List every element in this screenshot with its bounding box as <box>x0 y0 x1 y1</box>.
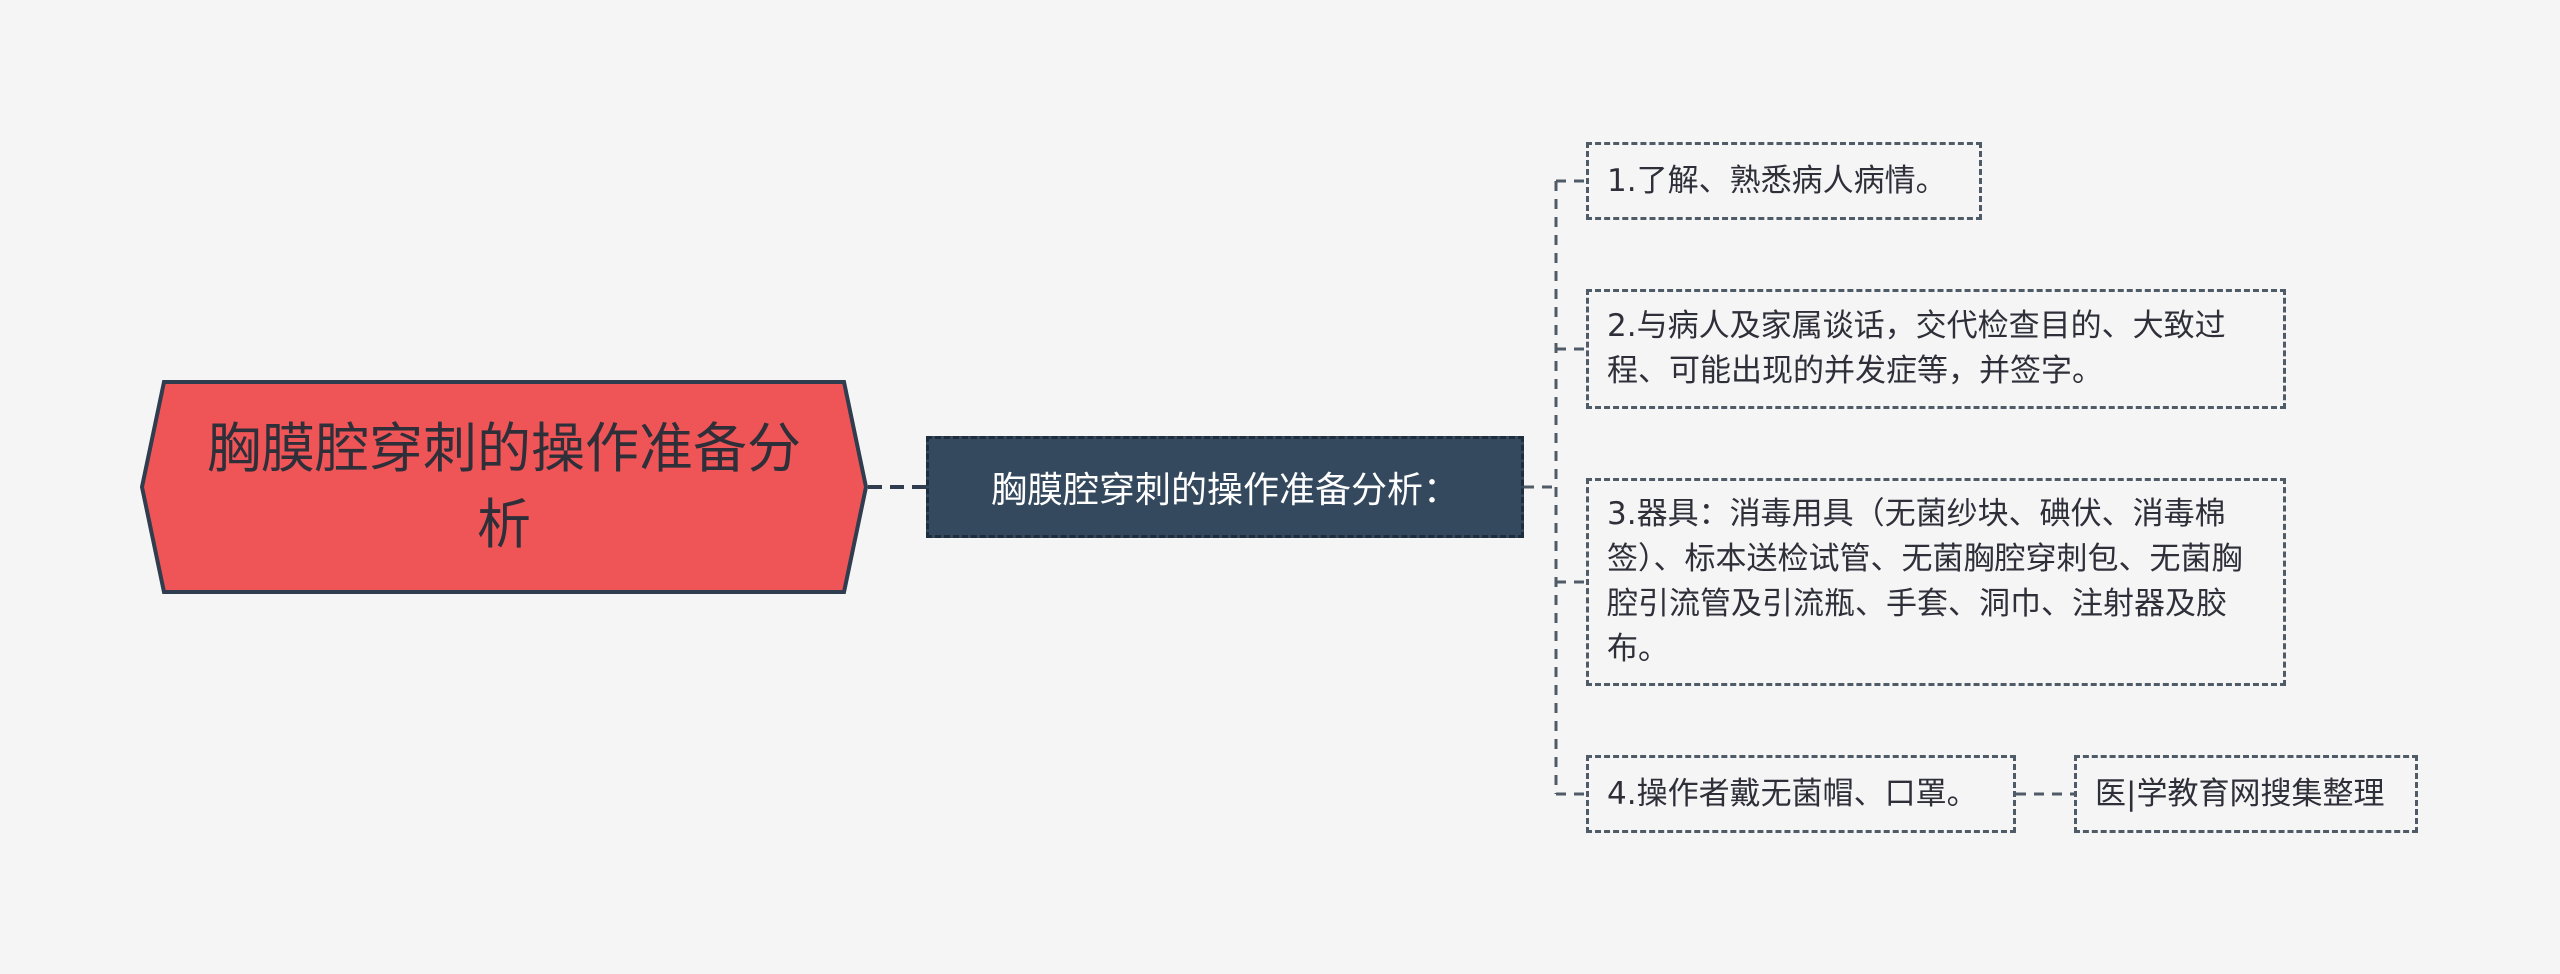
item-node-4[interactable]: 4.操作者戴无菌帽、口罩。 <box>1586 755 2016 833</box>
topic-label: 胸膜腔穿刺的操作准备分析： <box>990 470 1459 511</box>
item-label-2: 2.与病人及家属谈话，交代检查目的、大致过程、可能出现的并发症等，并签字。 <box>1607 308 2226 389</box>
note-node[interactable]: 医|学教育网搜集整理 <box>2074 755 2418 833</box>
item-label-3: 3.器具：消毒用具（无菌纱块、碘伏、消毒棉签）、标本送检试管、无菌胸腔穿刺包、无… <box>1607 496 2243 667</box>
item-node-1[interactable]: 1.了解、熟悉病人病情。 <box>1586 142 1982 220</box>
item-node-3[interactable]: 3.器具：消毒用具（无菌纱块、碘伏、消毒棉签）、标本送检试管、无菌胸腔穿刺包、无… <box>1586 478 2286 686</box>
item-label-1: 1.了解、熟悉病人病情。 <box>1607 162 1947 199</box>
note-label: 医|学教育网搜集整理 <box>2095 775 2385 812</box>
item-node-2[interactable]: 2.与病人及家属谈话，交代检查目的、大致过程、可能出现的并发症等，并签字。 <box>1586 289 2286 409</box>
root-hexagon-shape <box>140 380 868 594</box>
root-node[interactable]: 胸膜腔穿刺的操作准备分析 <box>140 380 868 594</box>
topic-node[interactable]: 胸膜腔穿刺的操作准备分析： <box>926 436 1524 538</box>
item-label-4: 4.操作者戴无菌帽、口罩。 <box>1607 775 1978 812</box>
root-label: 胸膜腔穿刺的操作准备分析 <box>207 417 801 556</box>
